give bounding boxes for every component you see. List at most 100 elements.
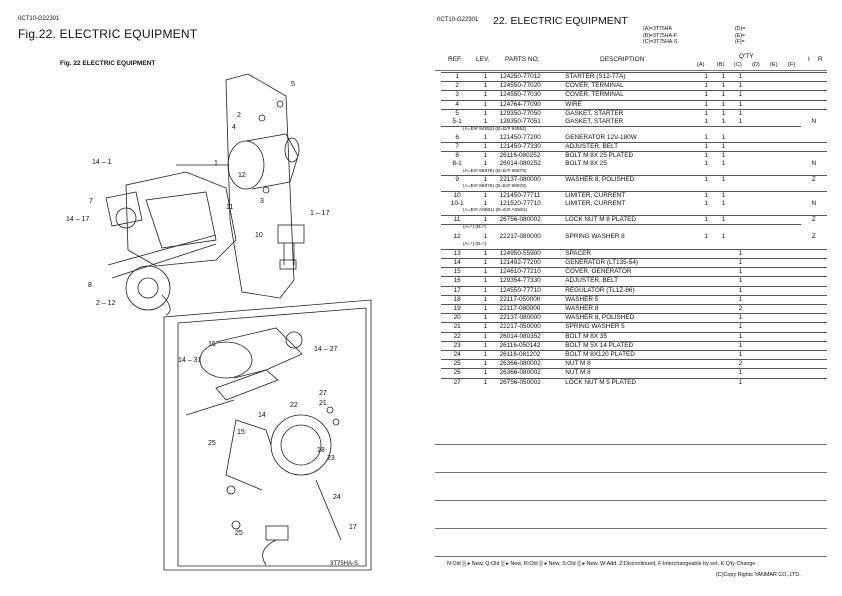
level-cell: 1 bbox=[473, 350, 498, 360]
interchange-cell bbox=[800, 313, 827, 323]
part-number-cell: 26366-080002 bbox=[497, 359, 563, 369]
qty-cell: 1 bbox=[704, 199, 708, 207]
qty-cell bbox=[783, 322, 801, 333]
qty-cell bbox=[766, 350, 784, 360]
hdr-col-c: (C) bbox=[734, 62, 742, 68]
hdr-qty: Q'TY bbox=[739, 53, 754, 60]
qty-cell bbox=[783, 304, 801, 314]
qty-cell bbox=[783, 368, 801, 379]
qty-cell: 1 bbox=[731, 267, 750, 277]
qty-cell bbox=[783, 214, 801, 225]
interchange-cell bbox=[800, 276, 827, 287]
qty-cell: 1 bbox=[731, 377, 750, 387]
interchange-cell bbox=[800, 368, 827, 379]
model-d: (D)= bbox=[735, 26, 746, 32]
description-cell: REGULATOR (TL1Z-86) bbox=[562, 285, 698, 296]
callout-14-31: 14 – 31 bbox=[178, 357, 202, 364]
description-cell: COVER, GENERATOR bbox=[562, 267, 698, 277]
description-cell: STARTER (S12-77A) bbox=[562, 71, 698, 82]
qty-cell bbox=[749, 99, 767, 110]
serial-note: (A=*) (B=*) bbox=[463, 242, 487, 248]
qty-cell: 1 bbox=[714, 190, 732, 200]
qty-cell: 1 bbox=[697, 214, 715, 225]
qty-cell bbox=[749, 304, 767, 314]
qty-cell bbox=[766, 214, 784, 225]
qty-cell bbox=[783, 160, 800, 168]
qty-cell bbox=[749, 368, 767, 379]
interchange-cell bbox=[800, 304, 827, 314]
qty-cell: 2 bbox=[731, 304, 750, 314]
qty-cell bbox=[766, 81, 784, 91]
serial-note: (A=*) (B=*) bbox=[441, 223, 801, 232]
qty-cell: 1 bbox=[731, 331, 750, 342]
qty-cell bbox=[783, 134, 800, 143]
qty-cell bbox=[783, 313, 801, 323]
level-cell: 1 bbox=[483, 133, 488, 141]
part-number-cell: 121520-77710 bbox=[499, 199, 541, 207]
part-number-cell: 129354-77330 bbox=[497, 276, 563, 287]
qty-cell bbox=[783, 141, 801, 152]
callout-2-12: 2 – 12 bbox=[96, 300, 116, 307]
level-cell: 1 bbox=[473, 214, 498, 225]
qty-cell: 2 bbox=[731, 359, 750, 369]
level-cell: 1 bbox=[473, 294, 498, 305]
qty-cell: 1 bbox=[704, 160, 708, 168]
interchange-cell bbox=[800, 294, 827, 305]
qty-cell: 1 bbox=[714, 71, 732, 82]
qty-cell bbox=[697, 359, 715, 369]
blank-rule bbox=[435, 444, 827, 445]
qty-cell bbox=[783, 81, 801, 91]
ref-cell: 15 bbox=[441, 267, 474, 277]
callout-16: 16 bbox=[208, 341, 216, 348]
header-rule bbox=[435, 70, 827, 71]
qty-cell bbox=[731, 175, 750, 185]
qty-cell bbox=[766, 71, 784, 82]
part-number-cell: 124250-77012 bbox=[497, 71, 563, 82]
qty-cell: 1 bbox=[721, 199, 726, 207]
qty-cell: 1 bbox=[714, 214, 732, 225]
interchange-cell bbox=[800, 90, 827, 101]
level-cell: 1 bbox=[473, 71, 498, 82]
qty-cell bbox=[766, 134, 783, 143]
qty-cell bbox=[766, 331, 784, 342]
level-cell: 1 bbox=[483, 118, 488, 126]
qty-cell: 1 bbox=[731, 294, 750, 305]
qty-cell bbox=[766, 304, 784, 314]
level-cell: 1 bbox=[473, 304, 498, 314]
qty-cell: 1 bbox=[731, 313, 750, 323]
level-cell: 1 bbox=[473, 151, 498, 161]
qty-cell bbox=[749, 118, 766, 127]
qty-cell bbox=[783, 108, 801, 119]
qty-cell bbox=[766, 108, 784, 119]
qty-cell bbox=[749, 175, 767, 185]
callout-1: 1 bbox=[214, 160, 218, 167]
qty-cell bbox=[714, 377, 732, 387]
part-number-cell: 121450-77330 bbox=[497, 141, 563, 152]
description-cell: SPACER bbox=[562, 248, 698, 259]
interchange-cell bbox=[800, 190, 827, 200]
serial-note: (A=E/# A0581) (B=E/# A0581) bbox=[463, 208, 528, 214]
interchange-cell bbox=[800, 340, 827, 351]
qty-cell bbox=[731, 214, 750, 225]
qty-cell bbox=[714, 267, 732, 277]
serial-note-row: (A=E/# 86878) (B=E/# 86878) bbox=[441, 184, 827, 191]
ref-cell: 10-1 bbox=[450, 199, 464, 207]
ref-cell: 23 bbox=[441, 340, 474, 351]
qty-cell: 1 bbox=[731, 368, 750, 379]
qty-cell: 1 bbox=[714, 175, 732, 185]
qty-cell bbox=[697, 368, 715, 379]
qty-cell bbox=[749, 90, 767, 101]
qty-cell: 1 bbox=[714, 90, 732, 101]
ref-cell: 5 bbox=[441, 108, 474, 119]
callout-12: 12 bbox=[238, 172, 246, 179]
qty-cell bbox=[783, 340, 801, 351]
level-cell: 1 bbox=[473, 276, 498, 287]
